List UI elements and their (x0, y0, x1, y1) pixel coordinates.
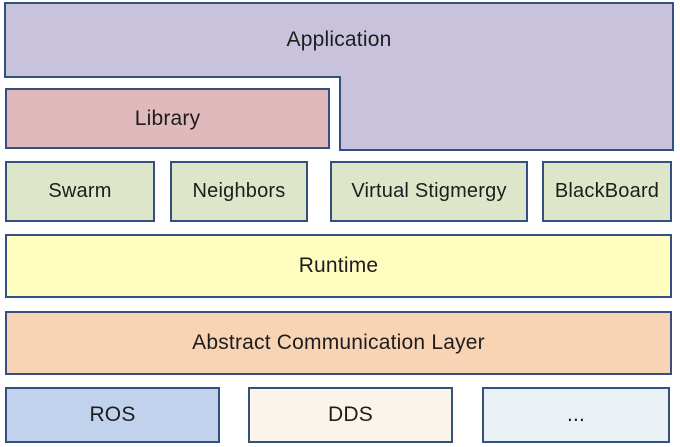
backend-box-other: ... (482, 387, 670, 443)
service-box-neighbors: Neighbors (170, 161, 308, 222)
service-box-blackboard: BlackBoard (542, 161, 672, 222)
library-box: Library (5, 88, 330, 149)
runtime-layer-box: Runtime (5, 234, 672, 298)
service-box-swarm: Swarm (5, 161, 155, 222)
service-box-virtual-stigmergy: Virtual Stigmergy (330, 161, 528, 222)
backend-box-ros: ROS (5, 387, 220, 443)
backend-box-dds: DDS (248, 387, 453, 443)
abstract-communication-layer-box: Abstract Communication Layer (5, 311, 672, 375)
application-layer-polygon (4, 2, 674, 151)
